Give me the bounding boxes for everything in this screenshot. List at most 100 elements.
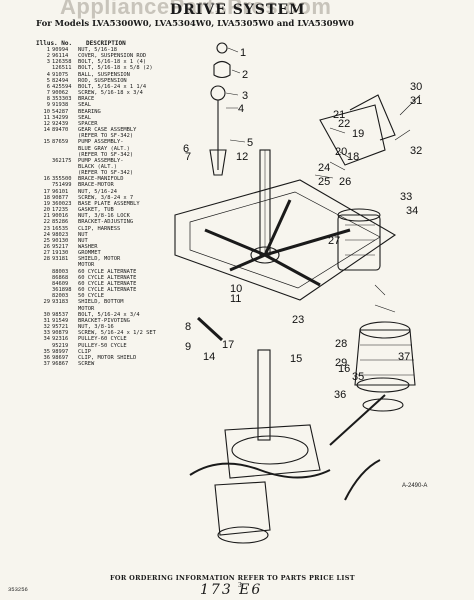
footer-note: FOR ORDERING INFORMATION REFER TO PARTS … xyxy=(110,574,355,582)
callout-11: 11 xyxy=(230,293,241,305)
row-part-no: 98023 xyxy=(52,231,69,238)
row-illus-no: 12 xyxy=(43,120,51,127)
callout-8: 8 xyxy=(185,321,191,333)
row-description: 60 CYCLE ALTERNATE xyxy=(78,280,137,287)
parts-table-row: (REFER TO SF-342) xyxy=(36,170,176,176)
row-part-no: 361898 xyxy=(52,287,72,294)
clip xyxy=(344,459,381,501)
row-description: SCREW, 5/16-18 x 3/4 xyxy=(78,90,143,97)
row-illus-no: 4 xyxy=(46,71,50,78)
row-part-no: 93181 xyxy=(52,256,69,263)
row-illus-no: 30 xyxy=(43,311,51,318)
callout-25: 25 xyxy=(318,176,330,188)
row-part-no: 126358 xyxy=(52,59,72,66)
row-illus-no: 26 xyxy=(43,244,51,250)
row-illus-no: 27 xyxy=(43,250,51,257)
callout-1: 1 xyxy=(240,47,246,59)
row-description: GEAR CASE ASSEMBLY xyxy=(78,127,137,134)
row-part-no: 91549 xyxy=(52,317,69,324)
row-part-no: 90994 xyxy=(52,47,69,53)
row-part-no: 95219 xyxy=(52,342,69,349)
row-illus-no: 3 xyxy=(46,59,50,66)
callout-16: 16 xyxy=(338,363,350,375)
parts-table-row: MOTOR xyxy=(36,306,176,312)
row-part-no: 84609 xyxy=(52,280,69,287)
drive-belt xyxy=(189,462,331,479)
row-description: BRACKET-PIVOTING xyxy=(78,317,130,324)
row-part-no: 751499 xyxy=(52,182,72,189)
row-part-no: 92439 xyxy=(52,120,69,127)
callout-14: 14 xyxy=(203,351,215,363)
row-part-no: 82494 xyxy=(52,77,69,84)
page-title: DRIVE SYSTEM xyxy=(170,2,306,18)
row-part-no: 95217 xyxy=(52,244,69,250)
callout-23: 23 xyxy=(292,314,304,326)
row-description: NUT, 5/16-24 xyxy=(78,188,117,195)
row-part-no: 88003 xyxy=(52,268,69,275)
callout-2: 2 xyxy=(242,69,248,81)
motor xyxy=(354,329,416,386)
shaft-lower xyxy=(257,349,271,441)
row-description: SCREW, 3/8-24 x 7 xyxy=(78,194,134,201)
callout-37: 37 xyxy=(398,351,410,363)
row-illus-no: 16 xyxy=(43,176,51,183)
page-number: 3 xyxy=(238,582,242,589)
row-description: PUMP ASSEMBLY- xyxy=(78,157,124,164)
row-part-no: 90130 xyxy=(52,237,69,244)
pump xyxy=(214,481,271,536)
row-description: BRACKET-ADJUSTING xyxy=(78,219,134,226)
callout-30: 30 xyxy=(410,81,422,93)
row-illus-no: 34 xyxy=(43,336,51,343)
row-description: GASKET, TUB xyxy=(78,207,114,214)
callout-17: 17 xyxy=(222,339,234,351)
callout-15: 15 xyxy=(290,353,302,365)
row-illus-no: 6 xyxy=(46,83,50,90)
row-description: CLIP, MOTOR SHIELD xyxy=(78,354,137,361)
row-description: BOLT, 5/16-24 x 3/4 xyxy=(78,311,140,318)
row-description: BOLT, 5/16-18 x 5/8 (2) xyxy=(78,65,153,72)
row-part-no: 90016 xyxy=(52,213,69,220)
row-part-no: 16535 xyxy=(52,225,69,232)
row-illus-no: 18 xyxy=(43,194,51,201)
row-part-no: 54287 xyxy=(52,108,69,115)
row-description: SEAL xyxy=(78,114,91,121)
motor-shield xyxy=(337,214,381,271)
row-illus-no: 22 xyxy=(43,219,51,226)
row-part-no: 90062 xyxy=(52,90,69,97)
row-description: SHIELD, MOTOR xyxy=(78,256,121,263)
row-description: NUT xyxy=(78,237,88,244)
bottom-shield xyxy=(362,398,404,412)
callout-29: 29 xyxy=(335,357,347,369)
row-description: 60 CYCLE ALTERNATE xyxy=(78,287,137,294)
row-description: BOLT, 5/16-24 x 1 1/4 xyxy=(78,83,147,90)
row-description: SPACER xyxy=(78,120,98,127)
row-description: 60 CYCLE ALTERNATE xyxy=(78,274,137,281)
document-number: 353256 xyxy=(8,586,28,593)
row-description: GROMMET xyxy=(78,250,101,257)
watermark: AppliancePartsPros.com xyxy=(60,0,332,19)
callout-10: 10 xyxy=(230,283,242,295)
row-illus-no: 11 xyxy=(43,114,51,121)
callout-19: 19 xyxy=(352,128,364,140)
parts-table-row: 361898 60 CYCLE ALTERNATE xyxy=(36,287,176,293)
